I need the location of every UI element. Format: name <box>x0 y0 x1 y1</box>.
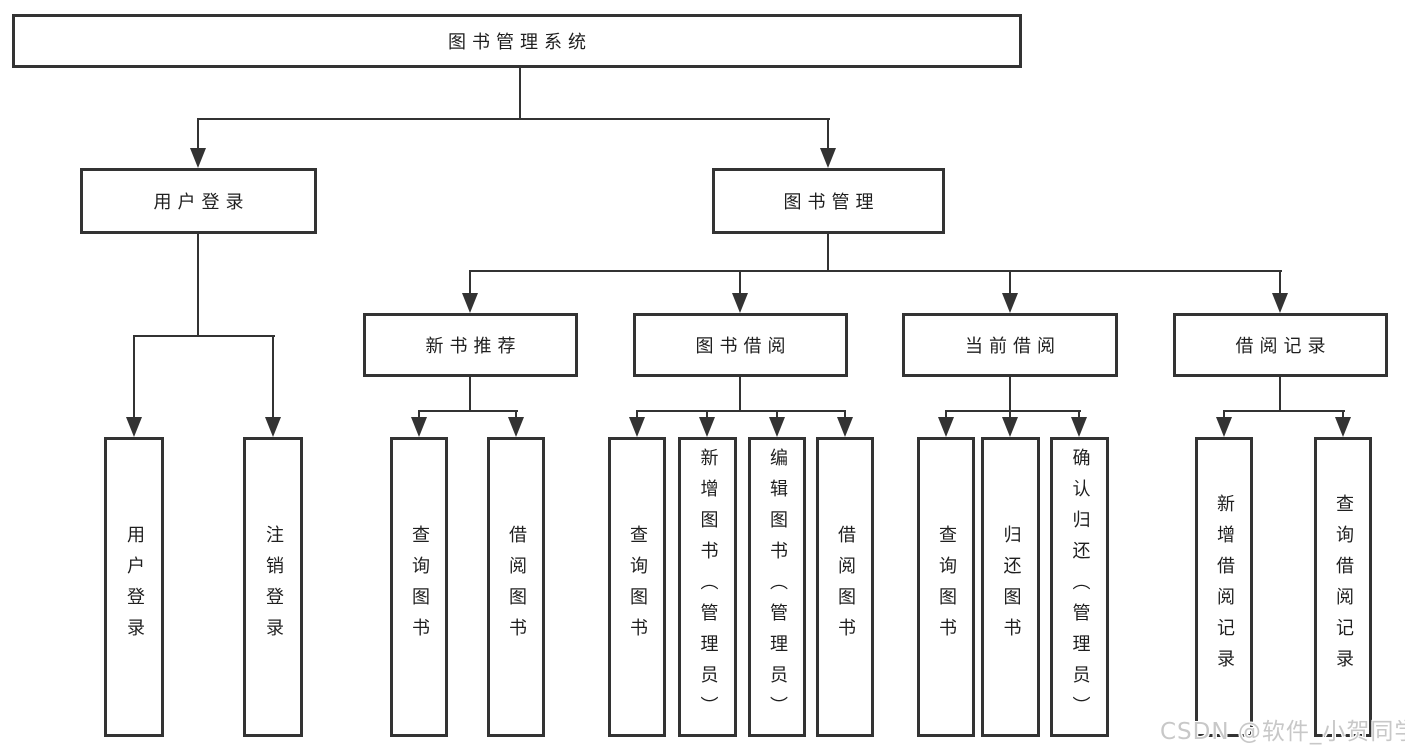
leaf-query-books-3: 查询图书 <box>917 437 975 737</box>
leaf-confirm-return-admin: 确认归还（管理员） <box>1050 437 1109 737</box>
leaf-add-borrow-record: 新增借阅记录 <box>1195 437 1253 737</box>
connector-segment <box>945 410 1081 412</box>
arrow-down-icon <box>126 417 142 437</box>
node-label: 注销登录 <box>263 525 284 649</box>
arrow-down-icon <box>837 417 853 437</box>
node-label: 新增借阅记录 <box>1214 494 1235 680</box>
connector-segment <box>133 335 135 419</box>
connector-segment <box>1009 270 1011 295</box>
node-label: 查询图书 <box>627 525 648 649</box>
arrow-down-icon <box>1002 293 1018 313</box>
connector-segment <box>418 410 518 412</box>
arrow-down-icon <box>462 293 478 313</box>
connector-segment <box>776 410 778 419</box>
arrow-down-icon <box>629 417 645 437</box>
connector-segment <box>636 410 638 419</box>
node-label: 用户登录 <box>124 525 145 649</box>
arrow-down-icon <box>190 148 206 168</box>
connector-segment <box>1223 410 1345 412</box>
node-label: 归还图书 <box>1000 525 1022 649</box>
leaf-logout-login: 注销登录 <box>243 437 303 737</box>
leaf-return-books: 归还图书 <box>981 437 1040 737</box>
node-label: 图书借阅 <box>695 336 792 357</box>
node-label: 借阅图书 <box>835 525 856 649</box>
connector-segment <box>945 410 947 419</box>
connector-segment <box>1009 410 1011 419</box>
connector-segment <box>1223 410 1225 419</box>
connector-segment <box>515 410 517 419</box>
connector-segment <box>1009 377 1011 411</box>
connector-book-mgmt-stem <box>827 234 829 271</box>
arrow-down-icon <box>1216 417 1232 437</box>
leaf-borrow-books-2: 借阅图书 <box>816 437 874 737</box>
node-label: 借阅记录 <box>1235 336 1332 357</box>
connector-segment <box>827 118 829 150</box>
arrow-down-icon <box>508 417 524 437</box>
arrow-down-icon <box>1272 293 1288 313</box>
connector-user-login-stem <box>197 234 199 336</box>
node-label: 借阅图书 <box>506 525 527 649</box>
connector-root-branch <box>197 118 830 120</box>
node-label: 确认归还（管理员） <box>1069 447 1091 727</box>
node-current-borrowing: 当前借阅 <box>902 313 1118 377</box>
node-new-book-recommend: 新书推荐 <box>363 313 578 377</box>
connector-segment <box>418 410 420 419</box>
arrow-down-icon <box>1002 417 1018 437</box>
connector-segment <box>636 410 846 412</box>
connector-segment <box>1342 410 1344 419</box>
connector-segment <box>469 377 471 411</box>
node-label: 新增图书（管理员） <box>697 447 719 727</box>
connector-root-stem <box>519 67 521 119</box>
node-user-login: 用户登录 <box>80 168 317 234</box>
node-borrowing-records: 借阅记录 <box>1173 313 1388 377</box>
connector-segment <box>1078 410 1080 419</box>
node-book-management: 图书管理 <box>712 168 945 234</box>
node-label: 查询图书 <box>936 525 957 649</box>
node-label: 图书管理系统 <box>448 32 592 53</box>
arrow-down-icon <box>1335 417 1351 437</box>
node-library-management-system: 图书管理系统 <box>12 14 1022 68</box>
connector-segment <box>739 377 741 411</box>
node-label: 图书管理 <box>783 192 880 213</box>
arrow-down-icon <box>265 417 281 437</box>
arrow-down-icon <box>769 417 785 437</box>
leaf-user-login: 用户登录 <box>104 437 164 737</box>
leaf-borrow-books-1: 借阅图书 <box>487 437 545 737</box>
connector-segment <box>272 335 274 419</box>
connector-book-mgmt-branch <box>469 270 1282 272</box>
leaf-edit-books-admin: 编辑图书（管理员） <box>748 437 806 737</box>
connector-segment <box>844 410 846 419</box>
node-book-borrowing: 图书借阅 <box>633 313 848 377</box>
node-label: 查询图书 <box>409 525 430 649</box>
connector-segment <box>469 270 471 295</box>
connector-segment <box>706 410 708 419</box>
connector-segment <box>1279 377 1281 411</box>
leaf-query-books-1: 查询图书 <box>390 437 448 737</box>
arrow-down-icon <box>1071 417 1087 437</box>
node-label: 当前借阅 <box>965 336 1061 357</box>
connector-segment <box>1279 270 1281 295</box>
leaf-add-books-admin: 新增图书（管理员） <box>678 437 737 737</box>
arrow-down-icon <box>732 293 748 313</box>
csdn-watermark: CSDN @软件_小贺同学 <box>1160 719 1405 745</box>
leaf-query-borrow-record: 查询借阅记录 <box>1314 437 1372 737</box>
connector-segment <box>739 270 741 295</box>
node-label: 用户登录 <box>153 192 250 213</box>
node-label: 新书推荐 <box>425 336 522 357</box>
node-label: 查询借阅记录 <box>1333 494 1354 680</box>
node-label: 编辑图书（管理员） <box>767 447 788 727</box>
arrow-down-icon <box>411 417 427 437</box>
arrow-down-icon <box>820 148 836 168</box>
arrow-down-icon <box>699 417 715 437</box>
connector-user-login-branch <box>133 335 275 337</box>
connector-segment <box>197 118 199 150</box>
leaf-query-books-2: 查询图书 <box>608 437 666 737</box>
arrow-down-icon <box>938 417 954 437</box>
